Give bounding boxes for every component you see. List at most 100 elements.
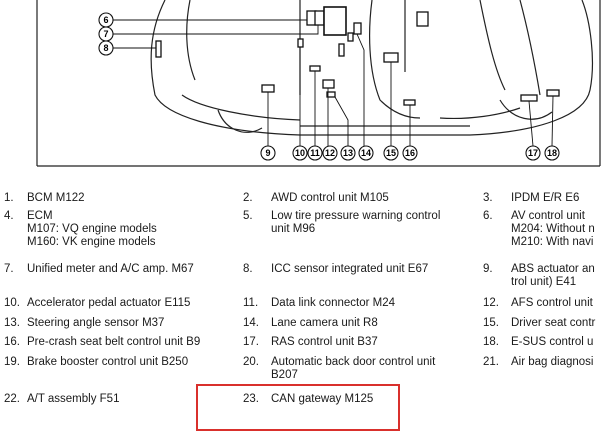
legend-item-number: 2. [243,192,253,204]
legend-item-number: 15. [483,317,499,329]
legend-item-number: 18. [483,336,499,348]
legend-item-line: Air bag diagnosi [511,356,594,368]
callout-circle [544,145,560,161]
module-box-8 [155,40,162,58]
legend-item-number: 4. [4,210,14,222]
callout-number: 15 [386,148,396,158]
legend-item-text: Driver seat contr [511,317,595,330]
legend-item-line: M107: VQ engine models [27,223,157,235]
legend-item-text: Brake booster control unit B250 [27,356,188,369]
legend-item-line: A/T assembly F51 [27,393,120,405]
leader-13 [334,96,349,146]
callout-circle [98,40,114,56]
callout-11: 11 [307,145,323,161]
callout-17: 17 [525,145,541,161]
module-box-13 [326,91,336,98]
module-box-dash-1 [353,22,362,35]
callout-circle [358,145,374,161]
legend-item-line: M210: With navi [511,236,594,248]
legend-item-number: 6. [483,210,493,222]
legend-item-number: 10. [4,297,20,309]
legend-item-line: Lane camera unit R8 [271,317,378,329]
legend-item-text: AWD control unit M105 [271,192,389,205]
legend-item-line: ECM [27,210,53,222]
legend-item-line: unit M96 [271,223,316,235]
legend-item-line: RAS control unit B37 [271,336,378,348]
legend-item-line: B207 [271,369,298,381]
legend-item-number: 23. [243,393,259,405]
legend-item-text: Accelerator pedal actuator E115 [27,297,190,310]
rear-quarter-line [479,0,506,91]
legend-item-line: Brake booster control unit B250 [27,356,189,368]
legend-item-line: CAN gateway M125 [271,393,374,405]
windshield-line [369,0,421,119]
legend-item-text: Lane camera unit R8 [271,317,378,330]
module-box-16 [403,99,416,106]
legend-item-text: AFS control unit [511,297,593,310]
callout-number: 11 [310,148,320,158]
legend-item-text: Pre-crash seat belt control unit B9 [27,336,200,349]
module-box-3 [416,11,429,27]
legend-item-text: A/T assembly F51 [27,393,119,406]
legend-item-number: 11. [243,297,259,309]
callout-number: 13 [343,148,353,158]
callout-9: 9 [260,145,276,161]
legend-item-number: 19. [4,356,20,368]
legend-item-line: Unified meter and A/C amp. M67 [27,263,194,275]
door-line [439,107,521,119]
callout-circle [383,145,399,161]
callout-10: 10 [292,145,308,161]
callout-14: 14 [358,145,374,161]
callout-circle [260,145,276,161]
leader-7 [113,25,319,35]
legend-item-number: 5. [243,210,253,222]
callout-number: 16 [405,148,415,158]
legend-item-line: E-SUS control u [511,336,594,348]
module-box-dash-3 [338,43,345,57]
callout-circle [292,145,308,161]
legend-item-text: IPDM E/R E6 [511,192,579,205]
module-box-dash-4 [347,32,354,42]
legend-item-text: Data link connector M24 [271,297,395,310]
callout-15: 15 [383,145,399,161]
legend-item-line: trol unit) E41 [511,276,577,288]
legend-item-line: AFS control unit [511,297,593,309]
legend-item-line: AWD control unit M105 [271,192,389,204]
legend-item-line: Pre-crash seat belt control unit B9 [27,336,201,348]
module-box-12 [322,79,335,89]
callout-8: 8 [98,40,114,56]
legend-item-line: Low tire pressure warning control [271,210,441,222]
legend-item-line: Data link connector M24 [271,297,396,309]
legend-item-number: 17. [243,336,259,348]
callout-circle [525,145,541,161]
callout-circle [340,145,356,161]
module-box-7 [323,6,347,36]
legend-item-line: Accelerator pedal actuator E115 [27,297,191,309]
legend-item-number: 12. [483,297,499,309]
legend-item-number: 9. [483,263,493,275]
callout-number: 8 [103,43,108,53]
callout-12: 12 [322,145,338,161]
legend-item-line: M204: Without n [511,223,595,235]
callout-circle [402,145,418,161]
module-box-dash-2 [297,38,304,48]
legend-item-line: Steering angle sensor M37 [27,317,165,329]
legend-item-number: 14. [243,317,259,329]
legend-item-number: 8. [243,263,253,275]
callout-number: 17 [528,148,538,158]
callout-number: 14 [361,148,371,158]
legend-item-number: 3. [483,192,493,204]
callout-number: 10 [295,148,305,158]
leader-17 [528,100,534,147]
vehicle-front-curve [181,94,301,121]
legend-item-line: ABS actuator an [511,263,595,275]
callout-circle [307,145,323,161]
legend-item-text: RAS control unit B37 [271,336,378,349]
legend-item-number: 7. [4,263,14,275]
rear-panel-line [519,0,541,96]
legend-item-text: Unified meter and A/C amp. M67 [27,263,194,276]
